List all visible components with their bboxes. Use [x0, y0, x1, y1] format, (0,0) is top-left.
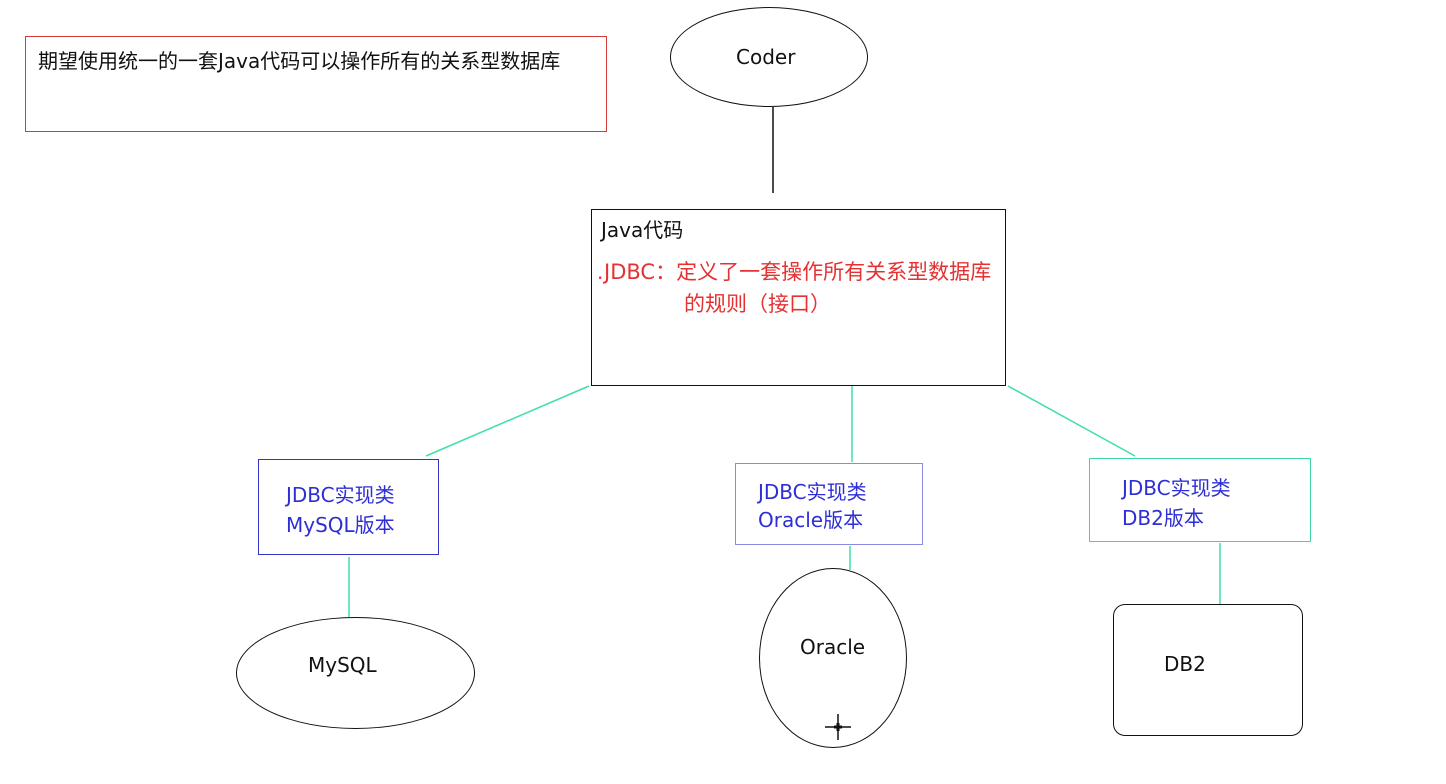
jdbc-definition-line1: JDBC：定义了一套操作所有关系型数据库 — [604, 260, 992, 284]
db2-database-label: DB2 — [1164, 652, 1206, 676]
jdbc-marker: . — [597, 260, 604, 284]
coder-node — [670, 7, 868, 107]
jdbc-definition-line2: 的规则（接口） — [684, 292, 831, 316]
jdbc-impl-mysql-box — [258, 459, 439, 555]
mysql-database-node — [236, 617, 475, 729]
jdbc-impl-db2-version: DB2版本 — [1122, 506, 1204, 530]
coder-label: Coder — [736, 45, 796, 69]
java-code-box — [591, 209, 1006, 386]
mysql-database-label: MySQL — [308, 653, 377, 677]
goal-note-text: 期望使用统一的一套Java代码可以操作所有的关系型数据库 — [38, 49, 561, 73]
jdbc-impl-oracle-title: JDBC实现类 — [758, 480, 867, 504]
jdbc-impl-mysql-version: MySQL版本 — [286, 513, 395, 537]
jdbc-impl-oracle-version: Oracle版本 — [758, 508, 864, 532]
jdbc-impl-oracle-box — [735, 463, 923, 545]
oracle-database-node — [759, 568, 907, 748]
connector-java-mysql-impl — [425, 385, 590, 457]
goal-note-box — [25, 36, 607, 132]
jdbc-impl-db2-box — [1089, 458, 1311, 542]
crosshair-cursor-icon — [825, 714, 851, 740]
jdbc-impl-mysql-title: JDBC实现类 — [286, 483, 395, 507]
jdbc-impl-db2-title: JDBC实现类 — [1122, 476, 1231, 500]
oracle-database-label: Oracle — [800, 635, 866, 659]
db2-database-node — [1113, 604, 1303, 736]
connector-java-db2-impl — [1007, 385, 1136, 457]
java-code-title: Java代码 — [601, 218, 684, 242]
